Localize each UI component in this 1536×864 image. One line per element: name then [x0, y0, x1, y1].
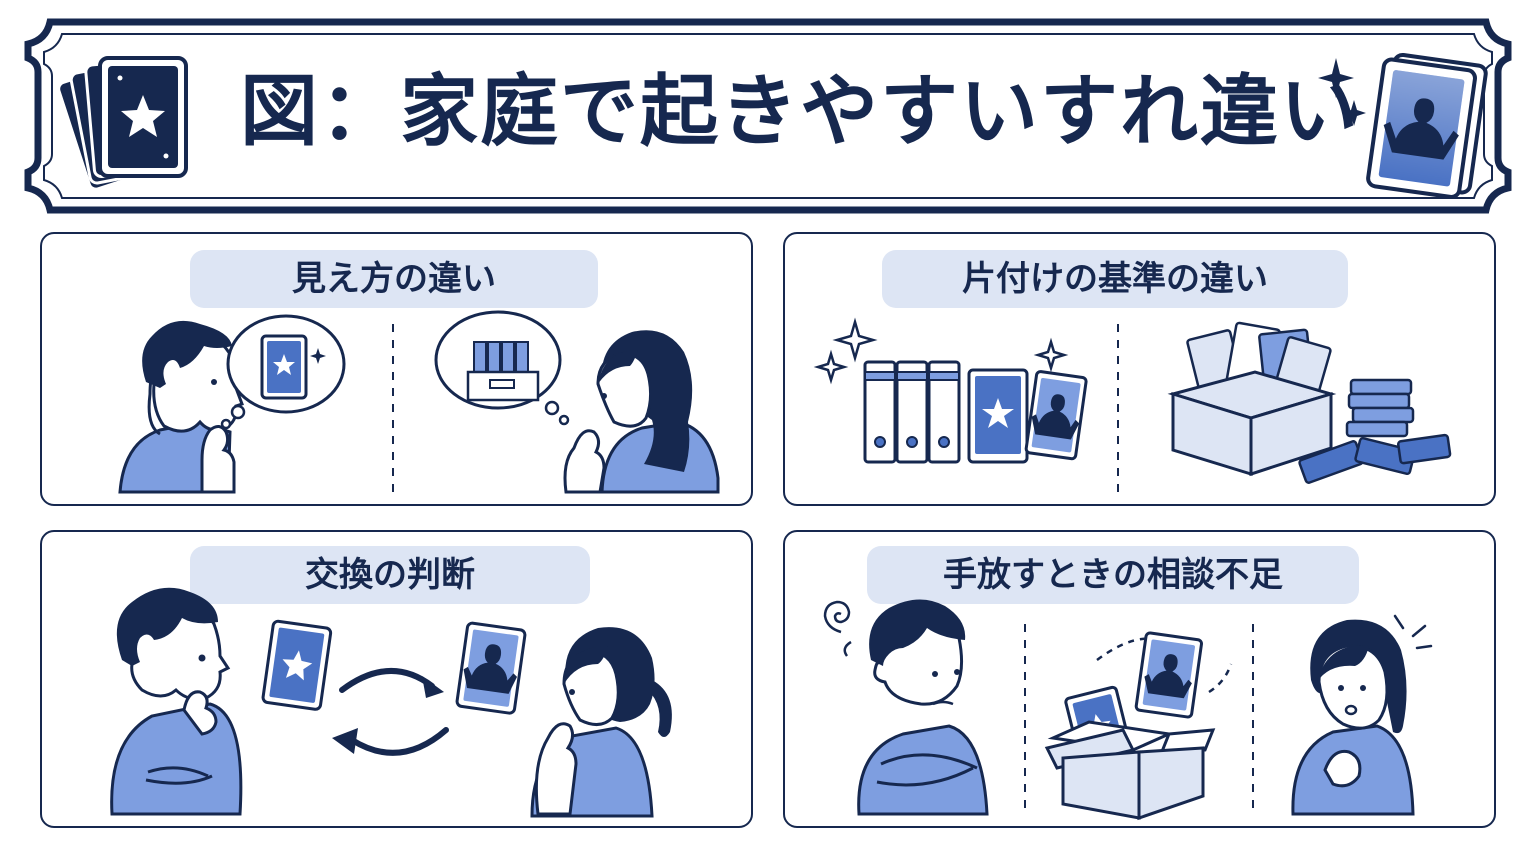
page-title: 図：家庭で起きやすいすれ違い — [240, 67, 1361, 157]
woman-figure — [530, 627, 672, 818]
character-card-icon — [1134, 631, 1203, 719]
sparkle-icon — [1033, 337, 1069, 373]
character-card-icon — [1024, 370, 1088, 461]
panel-trade-decision: 交換の判断 — [40, 530, 753, 828]
man-figure — [118, 320, 244, 494]
dizzy-icon — [823, 600, 852, 657]
card-stack-icon — [1298, 378, 1452, 484]
panel-perception: 見え方の違い — [40, 232, 753, 506]
worry-lines-icon — [1393, 614, 1433, 650]
woman-figure — [563, 330, 720, 494]
sparkle-icon — [1318, 58, 1354, 98]
woman-figure — [1291, 619, 1415, 816]
character-card-icon — [1366, 52, 1488, 199]
panel-heading: 手放すときの相談不足 — [867, 546, 1359, 604]
panel-illustration — [118, 310, 720, 494]
exchange-arrows-icon — [332, 667, 449, 756]
box-icon — [1167, 321, 1337, 477]
sparkle-icon — [1342, 100, 1366, 126]
sparkle-icon — [813, 349, 849, 385]
thought-bubble-icon — [220, 314, 346, 430]
panel-heading: 交換の判断 — [190, 546, 590, 604]
card-fan-icon — [57, 56, 188, 191]
title-banner — [24, 18, 1512, 214]
character-card-icon — [455, 621, 527, 715]
panel-heading: 見え方の違い — [190, 250, 598, 308]
man-figure — [110, 587, 243, 816]
box-icon — [1044, 631, 1233, 821]
panel-illustration — [110, 587, 672, 818]
man-figure — [857, 599, 989, 816]
panel-illustration — [823, 599, 1433, 821]
panel-illustration — [813, 317, 1452, 494]
thought-bubble-icon — [434, 310, 570, 426]
sparkle-icon — [832, 317, 878, 363]
binder-icon — [863, 360, 961, 464]
panel-tidying-standard: 片付けの基準の違い — [783, 232, 1496, 506]
panel-letting-go: 手放すときの相談不足 — [783, 530, 1496, 828]
panel-heading: 片付けの基準の違い — [882, 250, 1348, 308]
